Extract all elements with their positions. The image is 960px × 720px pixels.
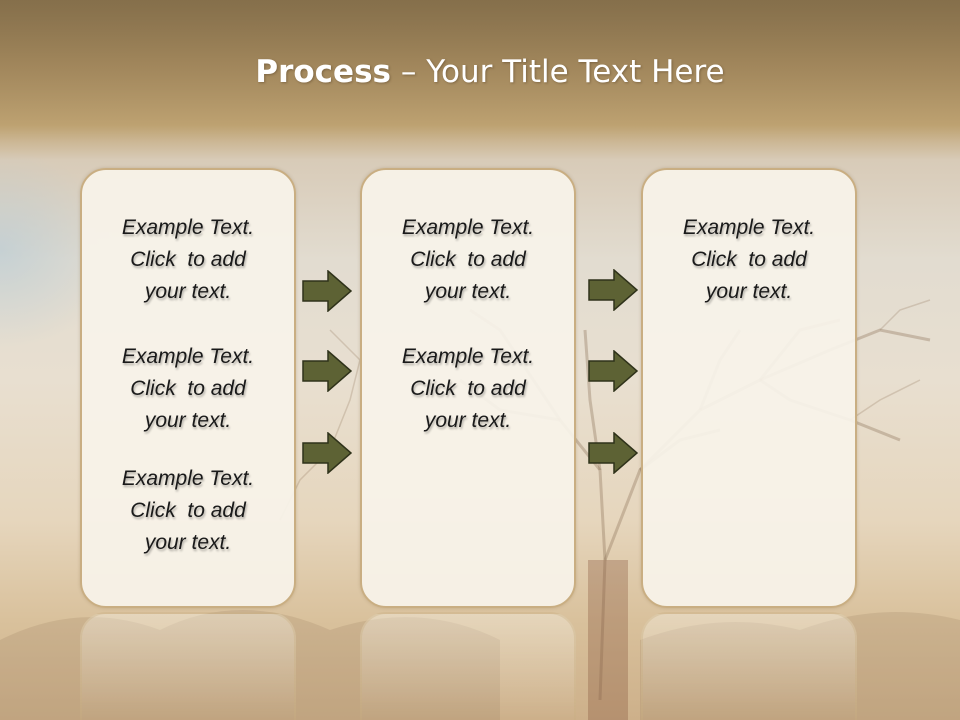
text-line: your text.: [144, 531, 232, 554]
text-line: Example Text.: [682, 216, 816, 239]
text-line: Click to add: [130, 499, 246, 522]
text-line: Click to add: [130, 377, 246, 400]
text-placeholder[interactable]: Example Text. Click to add your text.: [362, 341, 574, 437]
text-line: Example Text.: [121, 345, 255, 368]
process-box-1[interactable]: Example Text. Click to add your text. Ex…: [80, 168, 296, 608]
text-line: Example Text.: [121, 467, 255, 490]
text-placeholder[interactable]: Example Text. Click to add your text.: [643, 212, 855, 308]
box-reflection: [80, 612, 296, 720]
text-line: Example Text.: [121, 216, 255, 239]
right-arrow-icon[interactable]: [588, 350, 638, 392]
title-rest-part: – Your Title Text Here: [391, 54, 725, 90]
box-reflection: [641, 612, 857, 720]
text-line: your text.: [424, 409, 512, 432]
text-line: your text.: [144, 280, 232, 303]
title-band: [0, 0, 960, 140]
text-line: your text.: [424, 280, 512, 303]
text-placeholder[interactable]: Example Text. Click to add your text.: [82, 212, 294, 308]
right-arrow-icon[interactable]: [588, 432, 638, 474]
right-arrow-icon[interactable]: [302, 350, 352, 392]
text-line: Example Text.: [401, 345, 535, 368]
text-line: Click to add: [410, 248, 526, 271]
process-box-2[interactable]: Example Text. Click to add your text. Ex…: [360, 168, 576, 608]
text-line: Click to add: [410, 377, 526, 400]
box-reflection: [360, 612, 576, 720]
text-placeholder[interactable]: Example Text. Click to add your text.: [82, 463, 294, 559]
text-line: Example Text.: [401, 216, 535, 239]
right-arrow-icon[interactable]: [588, 269, 638, 311]
right-arrow-icon[interactable]: [302, 432, 352, 474]
text-placeholder[interactable]: Example Text. Click to add your text.: [362, 212, 574, 308]
text-line: Click to add: [130, 248, 246, 271]
right-arrow-icon[interactable]: [302, 270, 352, 312]
text-line: Click to add: [691, 248, 807, 271]
title-bold-part: Process: [255, 54, 391, 90]
process-box-3[interactable]: Example Text. Click to add your text.: [641, 168, 857, 608]
text-placeholder[interactable]: Example Text. Click to add your text.: [82, 341, 294, 437]
text-line: your text.: [705, 280, 793, 303]
text-line: your text.: [144, 409, 232, 432]
slide-title[interactable]: Process – Your Title Text Here: [0, 54, 960, 90]
